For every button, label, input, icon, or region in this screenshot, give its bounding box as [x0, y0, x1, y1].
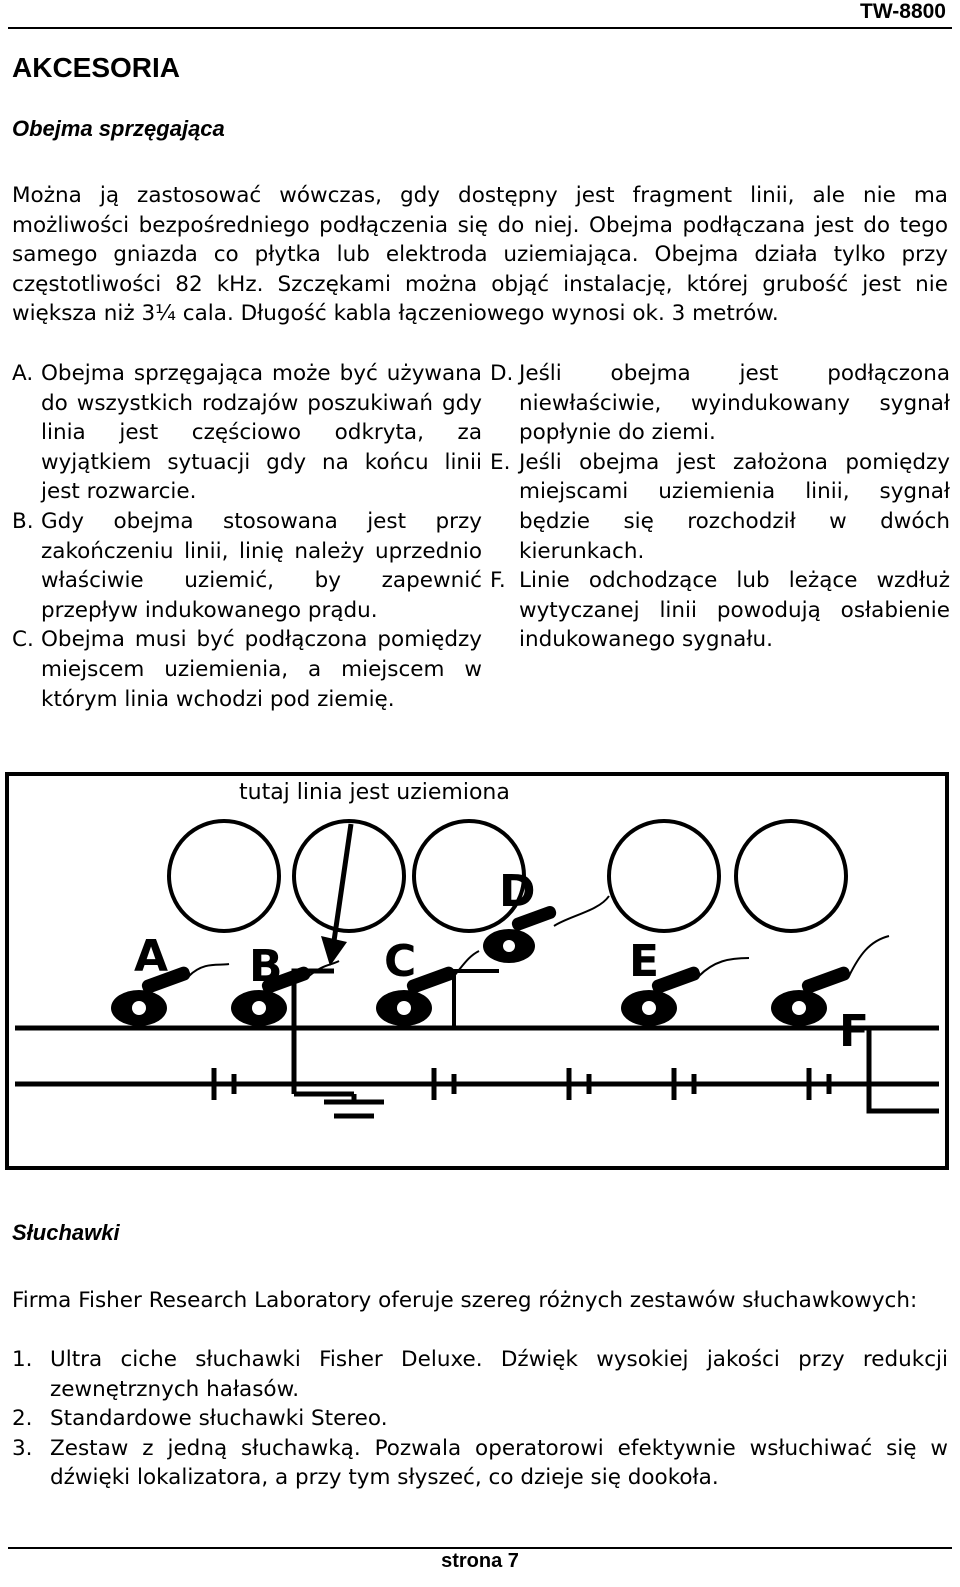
diagram-caption: tutaj linia jest uziemiona [239, 780, 510, 805]
receiver-circle-f [734, 819, 848, 933]
ground-arrow-icon [321, 823, 354, 966]
label-f: F [839, 1006, 869, 1057]
coupler-intro: Można ją zastosować wówczas, gdy dostępn… [12, 183, 948, 327]
note-letter: A. [12, 361, 34, 386]
note-text: Obejma musi być podłączona pomiędzy miej… [41, 627, 482, 712]
note-c: C. Obejma musi być podłączona pomiędzy m… [12, 625, 482, 714]
list-item: 3. Zestaw z jedną słuchawką. Pozwala ope… [12, 1434, 948, 1493]
label-b: B [249, 941, 283, 992]
section-title: AKCESORIA [12, 52, 181, 83]
list-text: Zestaw z jedną słuchawką. Pozwala operat… [50, 1435, 948, 1491]
clamp-icon-f [771, 966, 851, 1026]
list-number: 3. [12, 1435, 33, 1461]
c-connector [452, 969, 499, 1028]
footer-divider [8, 1547, 952, 1549]
receiver-circle-b [292, 819, 406, 933]
note-text: Jeśli obejma jest założona pomiędzy miej… [519, 449, 950, 564]
clamp-placement-diagram: A B C D E F tutaj linia jest uziemiona [5, 772, 949, 1170]
branch-line-f [866, 1028, 939, 1114]
note-text: Jeśli obejma jest podłączona niewłaściwi… [519, 361, 950, 446]
list-number: 1. [12, 1347, 33, 1372]
headphones-intro: Firma Fisher Research Laboratory oferuje… [12, 1288, 918, 1313]
label-c: C [384, 936, 416, 987]
diagram-drawing: A B C D E F [15, 819, 939, 1119]
model-number: TW-8800 [860, 0, 946, 23]
label-e: E [629, 936, 659, 987]
note-d: D. Jeśli obejma jest podłączona niewłaśc… [490, 359, 950, 448]
note-letter: F. [490, 568, 506, 594]
list-item: 2. Standardowe słuchawki Stereo. [12, 1404, 948, 1434]
receiver-circle-a [167, 819, 281, 933]
note-e: E. Jeśli obejma jest założona pomiędzy m… [490, 448, 950, 566]
page-number: strona 7 [441, 1550, 519, 1572]
note-letter: B. [12, 508, 34, 534]
note-b: B. Gdy obejma stosowana jest przy zakońc… [12, 507, 482, 625]
coupler-heading: Obejma sprzęgająca [12, 116, 225, 141]
headphones-heading: Słuchawki [12, 1220, 120, 1245]
ground-symbol-icon [291, 968, 384, 1119]
receiver-circle-e [607, 819, 721, 933]
note-f: F. Linie odchodzące lub leżące wzdłuż wy… [490, 566, 950, 655]
note-text: Gdy obejma stosowana jest przy zakończen… [41, 508, 482, 623]
list-item: 1. Ultra ciche słuchawki Fisher Deluxe. … [12, 1345, 948, 1404]
note-a: A. Obejma sprzęgająca może być używana d… [12, 359, 482, 507]
clamp-icon-a [111, 966, 191, 1026]
notes-right-column: D. Jeśli obejma jest podłączona niewłaśc… [490, 359, 950, 655]
headphones-list: 1. Ultra ciche słuchawki Fisher Deluxe. … [12, 1345, 948, 1493]
label-d: D [499, 866, 536, 917]
label-a: A [134, 931, 168, 982]
note-text: Linie odchodzące lub leżące wzdłuż wytyc… [519, 568, 950, 653]
header-divider [8, 27, 952, 29]
clamp-icon-d [483, 905, 557, 963]
list-text: Ultra ciche słuchawki Fisher Deluxe. Dźw… [50, 1347, 948, 1402]
notes-left-column: A. Obejma sprzęgająca może być używana d… [12, 359, 482, 714]
note-letter: E. [490, 449, 511, 475]
note-letter: C. [12, 627, 34, 653]
clamp-icon-b [231, 966, 311, 1026]
list-text: Standardowe słuchawki Stereo. [50, 1406, 388, 1432]
note-text: Obejma sprzęgająca może być używana do w… [41, 361, 482, 505]
clamp-icon-c [376, 966, 456, 1026]
list-number: 2. [12, 1406, 33, 1432]
clamp-icon-e [621, 966, 701, 1026]
note-letter: D. [490, 361, 514, 386]
receiver-circle-c [412, 819, 526, 933]
clamp-icons [111, 905, 851, 1026]
